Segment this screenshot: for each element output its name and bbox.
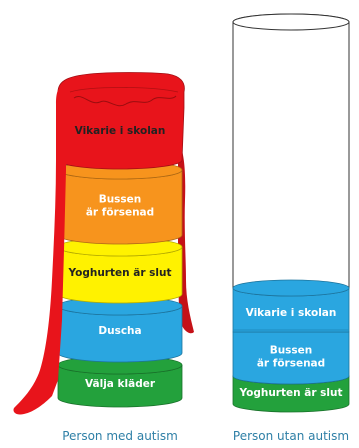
- left-segment-labels: Välja kläder Duscha Yoghurten är slut Busse…: [67, 125, 171, 390]
- right-glass-rim: [232, 13, 350, 31]
- right-empty-space: [232, 13, 350, 297]
- right-segment-3-label-line: Vikarie i skolan: [246, 307, 337, 319]
- left-segment-5: [57, 72, 185, 170]
- right-segment-3-label: Vikarie i skolan: [246, 307, 337, 319]
- left-caption: Person med autism: [62, 429, 178, 443]
- left-column: Välja kläder Duscha Yoghurten är slut Busse…: [13, 72, 194, 415]
- left-segment-3-label: Yoghurten är slut: [67, 267, 171, 279]
- left-overflow-drip-front: [13, 84, 66, 415]
- left-segment-1-label: Välja kläder: [85, 378, 156, 390]
- right-segment-1-label-line: Yoghurten är slut: [238, 387, 342, 399]
- right-segment-2: [232, 331, 350, 385]
- right-caption: Person utan autism: [233, 429, 349, 443]
- left-segment-5-label-line: Vikarie i skolan: [75, 125, 166, 137]
- left-rim-line: [73, 95, 177, 107]
- right-segment-2-label-line: Bussen: [270, 345, 313, 357]
- left-segment-4-label-line: Bussen: [99, 194, 142, 206]
- left-rim-line-2: [69, 87, 179, 93]
- right-segment-2-label-line: är försenad: [257, 358, 325, 370]
- right-segment-3-top: [232, 279, 350, 297]
- left-segment-3-label-line: Yoghurten är slut: [67, 267, 171, 279]
- left-segment-2-label: Duscha: [98, 325, 141, 337]
- left-segment-2-label-line: Duscha: [98, 325, 141, 337]
- left-segment-4-label-line: är försenad: [86, 207, 154, 219]
- left-segment-1-label-line: Välja kläder: [85, 378, 156, 390]
- left-segment-5-label: Vikarie i skolan: [75, 125, 166, 137]
- right-segment-1-label: Yoghurten är slut: [238, 387, 342, 399]
